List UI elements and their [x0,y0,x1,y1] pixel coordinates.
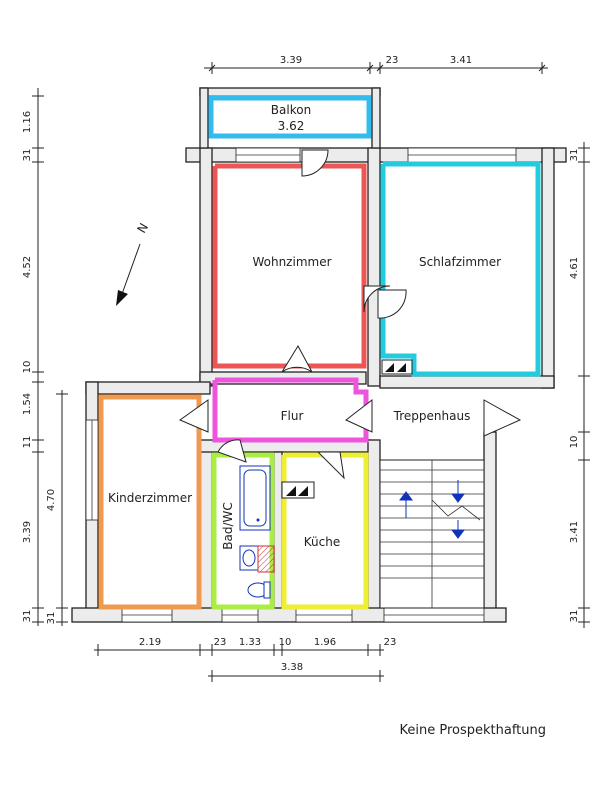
dimension-left-inner: 4.70 31 [46,390,68,626]
kinderzimmer-label: Kinderzimmer [108,491,192,505]
wohnzimmer-label: Wohnzimmer [252,255,331,269]
flur-label: Flur [281,409,304,423]
dim-bottom-wall1: 23 [214,637,227,648]
dim-left-balkon: 1.16 [22,111,33,133]
dim-left2-wall-bottom: 31 [46,612,57,625]
bad-shaft [257,545,275,573]
schlafzimmer-outline [380,161,541,377]
kinderzimmer-outline [98,394,202,610]
schlafzimmer-label: Schlafzimmer [419,255,501,269]
bathtub [239,465,271,531]
dim-left-wall-flur: 11 [22,436,33,449]
dim-left-wall-bottom: 31 [22,610,33,623]
dimension-right: 31 4.61 10 3.41 31 [569,142,590,628]
treppenhaus-label: Treppenhaus [393,409,471,423]
stair-up-arrow-icon [399,491,413,518]
staircase [379,459,485,609]
stair-down-arrow-icon [451,480,465,539]
compass-label: N [134,221,151,236]
dim-right-treppe: 3.41 [569,521,580,543]
dim-left-wall-top: 31 [22,149,33,162]
dim-right-schlaf: 4.61 [569,257,580,279]
dim-bottom-kueche: 1.96 [314,637,336,648]
dim-left2-kinder: 4.70 [46,489,57,511]
balkon-outline [208,95,372,139]
dimension-top: 3.39 23 3.41 [204,55,548,74]
doors [178,149,522,480]
dim-bottom-wall3: 23 [384,637,397,648]
dim-right-wall-top: 31 [569,149,580,162]
room-labels: Balkon 3.62 Wohnzimmer Schlafzimmer Flur… [108,103,501,550]
kueche-outline [281,452,369,610]
dim-bottom-bad: 1.33 [239,637,261,648]
disclaimer-note: Keine Prospekthaftung [399,723,546,738]
dim-bottom-wall2: 10 [279,637,292,648]
dim-left-lower: 3.39 [22,521,33,543]
schlafzimmer-shaft [381,359,413,375]
dim-right-wall-mid: 10 [569,436,580,449]
sink [239,545,259,571]
balkon-area-label: 3.62 [278,119,305,133]
dimension-left-outer: 1.16 31 4.52 10 1.54 11 3.39 31 [22,88,44,626]
kueche-label: Küche [304,535,340,549]
dim-left-flur: 1.54 [22,393,33,415]
dim-top-mid: 23 [386,55,399,66]
bad-label: Bad/WC [221,502,235,550]
dim-right-wall-bottom: 31 [569,610,580,623]
dimension-bottom: 2.19 23 1.33 10 1.96 23 3.38 [94,637,396,682]
dim-top-right: 3.41 [450,55,472,66]
toilet [247,581,271,599]
dim-bottom-kinder: 2.19 [139,637,161,648]
dim-top-left: 3.39 [280,55,302,66]
kitchen-shaft [281,481,315,499]
compass-arrow-icon [116,243,141,306]
balkon-label: Balkon [271,103,311,117]
dim-left-wall-mid: 10 [22,361,33,374]
dim-left-wohn: 4.52 [22,256,33,278]
dim-bottom-total: 3.38 [281,662,303,673]
flur-outline [212,377,369,443]
